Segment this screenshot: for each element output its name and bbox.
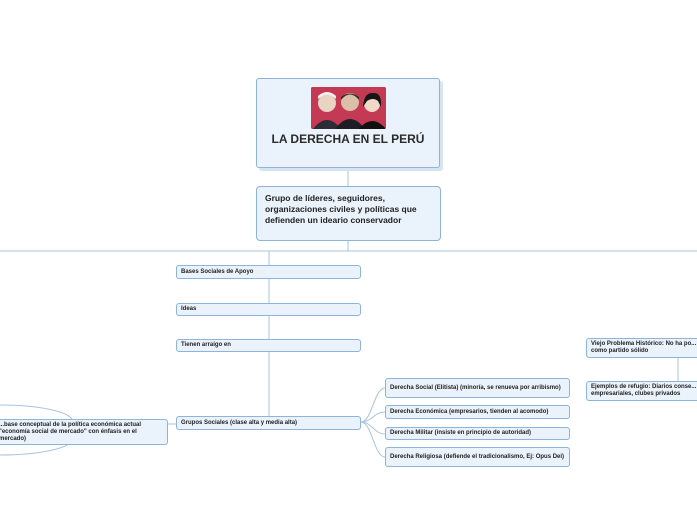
photo-illustration	[311, 87, 386, 129]
connector-grupos-religiosa	[360, 421, 386, 458]
grupos-sociales-node[interactable]: Grupos Sociales (clase alta y media alta…	[176, 416, 361, 430]
viejo-problema-node[interactable]: Viejo Problema Histórico: No ha po... co…	[586, 338, 697, 358]
bases-sociales-node[interactable]: Bases Sociales de Apoyo	[176, 265, 361, 279]
person-right-body	[359, 121, 386, 129]
economia-mercado-node[interactable]: ...base conceptual de la política económ…	[0, 419, 168, 445]
derecha-militar-node[interactable]: Derecha Militar (insiste en principio de…	[385, 427, 570, 440]
derecha-religiosa-node[interactable]: Derecha Religiosa (defiende el tradicion…	[385, 447, 570, 467]
ideas-node[interactable]: Ideas	[176, 303, 361, 316]
connector-grupos-economica	[360, 411, 386, 423]
person-left-body	[313, 120, 341, 129]
connector-grupos-social	[360, 387, 386, 423]
person-left-hair	[318, 92, 336, 99]
connector-left-arc-top	[0, 404, 73, 421]
root-topic[interactable]: LA DERECHA EN EL PERÚ	[256, 78, 440, 168]
person-right-hair	[363, 92, 382, 107]
derecha-social-node[interactable]: Derecha Social (Elitista) (minoría, se r…	[385, 378, 570, 398]
person-middle-hair	[341, 93, 359, 100]
definition-node[interactable]: Grupo de líderes, seguidores, organizaci…	[256, 186, 441, 241]
derecha-economica-node[interactable]: Derecha Económica (empresarios, tienden …	[385, 405, 570, 419]
person-middle-body	[335, 119, 365, 129]
arraigo-node[interactable]: Tienen arraigo en	[176, 339, 361, 352]
root-title: LA DERECHA EN EL PERÚ	[271, 132, 425, 146]
three-people-photo	[311, 87, 386, 129]
person-middle-head	[341, 93, 359, 111]
ejemplos-refugio-node[interactable]: Ejemplos de refugio: Diarios conse... em…	[586, 381, 697, 401]
person-left-head	[318, 94, 336, 112]
